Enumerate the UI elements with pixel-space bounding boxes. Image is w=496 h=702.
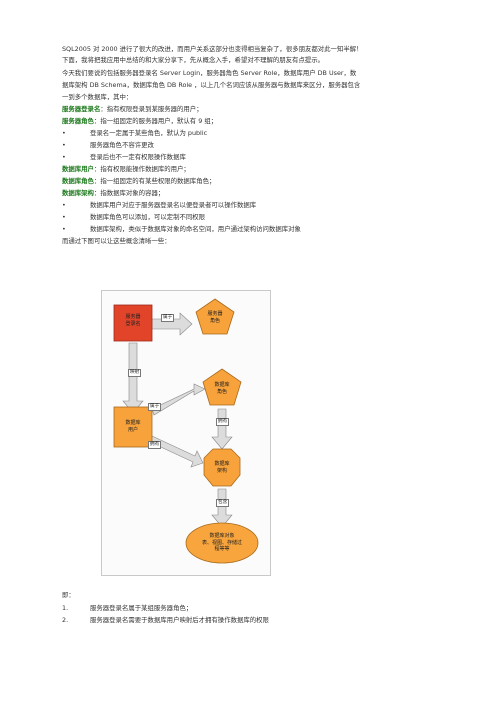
db-role-label: 数据库 角色 bbox=[214, 382, 230, 395]
diagram-canvas bbox=[113, 298, 259, 564]
desc-db-role: ：指一组固定的有某些权限的数据库角色； bbox=[93, 177, 216, 185]
intro-line-5: 一到多个数据库，其中： bbox=[62, 93, 133, 101]
arrow-label-map: 映射 bbox=[128, 369, 142, 377]
arrow-label-contain: 包含 bbox=[216, 499, 230, 507]
term-db-user: 数据库用户 bbox=[62, 165, 94, 173]
bullet-dot: • bbox=[62, 213, 66, 221]
desc-db-schema: ：指数据库对象的容器； bbox=[93, 189, 165, 197]
arrow-db-schema-to-db-objects bbox=[211, 488, 233, 528]
db-user-label: 数据库 用户 bbox=[125, 420, 141, 433]
server-login-box bbox=[113, 304, 153, 342]
desc-server-role: ：指一组固定的服务器用户，默认有 9 组； bbox=[93, 117, 218, 125]
desc-db-user: ：指有权限能操作数据库的用户； bbox=[93, 165, 190, 173]
term-server-login: 服务器登录名 bbox=[62, 105, 101, 113]
definition-db-user: 数据库用户：指有权限能操作数据库的用户； bbox=[62, 164, 438, 175]
term-server-role: 服务器角色 bbox=[62, 117, 94, 125]
definition-db-role: 数据库角色：指一组固定的有某些权限的数据库角色； bbox=[62, 176, 438, 187]
bullet-dot: • bbox=[62, 153, 66, 161]
bullet-dot: • bbox=[62, 225, 66, 233]
arrow-label-own: 拥有 bbox=[148, 441, 162, 449]
definition-db-schema: 数据库架构：指数据库对象的容器； bbox=[62, 188, 438, 199]
db-user-box bbox=[113, 406, 153, 448]
concept-diagram: 服务器 登录名 服务器 角色 数据库 角色 数据库 用户 数据库 架构 数据库对… bbox=[101, 290, 271, 576]
conclusion-label: 即： bbox=[62, 591, 75, 599]
intro-line-3: 今天我们要说的包括服务器登录名 Server Login，服务器角色 Serve… bbox=[62, 69, 357, 77]
arrow-label-own: 拥有 bbox=[216, 418, 230, 426]
desc-server-login: ：指有权限登录到某服务器的用户； bbox=[100, 105, 203, 113]
arrow-label-belongs: 属于 bbox=[148, 403, 162, 411]
arrow-db-user-to-db-role bbox=[151, 383, 206, 416]
intro-line-4: 据库架构 DB Schema，数据库角色 DB Role ，以上几个名词应该从服… bbox=[62, 81, 361, 89]
definition-server-login: 服务器登录名：指有权限登录到某服务器的用户； bbox=[62, 104, 438, 115]
term-db-schema: 数据库架构 bbox=[62, 189, 94, 197]
intro-line-1: SQL2005 对 2000 进行了很大的改进，而用户关系这部分也变得相当复杂了… bbox=[62, 45, 363, 53]
bullet-dot: • bbox=[62, 141, 66, 149]
arrow-label-belongs: 属于 bbox=[161, 314, 175, 322]
diagram-intro: 而通过下图可以让这些概念清晰一些： bbox=[62, 237, 171, 245]
db-objects-label: 数据库对象 表、视图、存储过 程等等 bbox=[201, 533, 242, 552]
intro-line-2: 下面，我将把我应用中总结的和大家分享下，先从概念入手，希望对不理解的朋友有点提示… bbox=[62, 56, 325, 64]
bullet-dot: • bbox=[62, 201, 66, 209]
server-login-label: 服务器 登录名 bbox=[125, 314, 141, 327]
db-objects-ellipse bbox=[185, 522, 259, 564]
arrow-login-to-server-role bbox=[151, 312, 193, 336]
db-schema-label: 数据库 架构 bbox=[214, 461, 230, 474]
server-role-pentagon bbox=[195, 298, 235, 335]
server-role-label: 服务器 角色 bbox=[207, 311, 223, 324]
db-role-pentagon bbox=[202, 368, 242, 406]
definition-server-role: 服务器角色：指一组固定的服务器用户，默认有 9 组； bbox=[62, 116, 438, 127]
arrow-db-role-to-db-schema bbox=[211, 408, 233, 450]
db-schema-octagon bbox=[203, 448, 241, 487]
arrow-login-to-db-user bbox=[122, 342, 144, 414]
term-db-role: 数据库角色 bbox=[62, 177, 94, 185]
bullet-dot: • bbox=[62, 129, 66, 137]
